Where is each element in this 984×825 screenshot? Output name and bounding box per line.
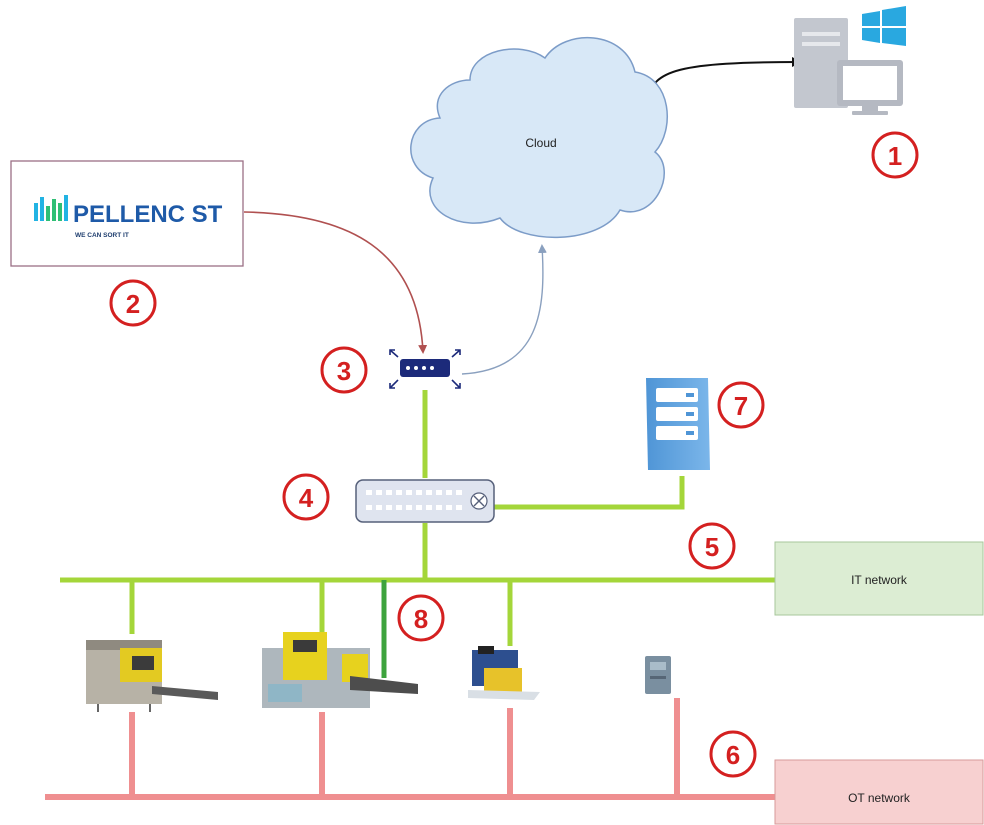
cloud-to-workstation-arrow [647, 57, 802, 101]
router-to-cloud-arrow [461, 244, 547, 375]
optical-sorter-3-icon [468, 646, 540, 700]
ot-network-box [774, 759, 984, 825]
callout-8-label: 8 [414, 604, 428, 634]
optical-sorter-2-icon [262, 632, 418, 708]
callout-5: 5 [688, 522, 736, 570]
callout-3: 3 [320, 346, 368, 394]
it-network-box [774, 541, 984, 616]
router-icon [389, 349, 461, 389]
cloud-label: Cloud [525, 136, 556, 150]
cloud-icon [410, 36, 668, 239]
callout-8: 8 [397, 594, 445, 642]
server-icon [646, 378, 710, 470]
callout-6: 6 [709, 730, 757, 778]
it-network-label: IT network [851, 573, 908, 587]
callout-2-label: 2 [126, 289, 140, 319]
callout-4: 4 [282, 473, 330, 521]
callout-3-label: 3 [337, 356, 351, 386]
ot-network-lines [45, 698, 778, 800]
it-network-lines [60, 390, 778, 646]
callout-6-label: 6 [726, 740, 740, 770]
optical-sorter-1-icon [86, 640, 218, 712]
callout-7: 7 [717, 381, 765, 429]
callout-2: 2 [109, 279, 157, 327]
pellenc-brand-text: PELLENC ST [73, 201, 223, 228]
windows-workstation-icon [794, 6, 906, 115]
network-switch-icon [355, 479, 495, 523]
pellenc-to-router-arrow [243, 211, 428, 354]
plc-controller-icon [645, 656, 671, 694]
callout-5-label: 5 [705, 532, 719, 562]
pellenc-tagline: WE CAN SORT IT [75, 232, 129, 239]
callout-4-label: 4 [299, 483, 314, 513]
pellenc-st-logo [10, 160, 244, 267]
ot-network-label: OT network [848, 791, 911, 805]
callout-7-label: 7 [734, 391, 748, 421]
callout-1-label: 1 [888, 141, 902, 171]
callout-1: 1 [871, 131, 919, 179]
